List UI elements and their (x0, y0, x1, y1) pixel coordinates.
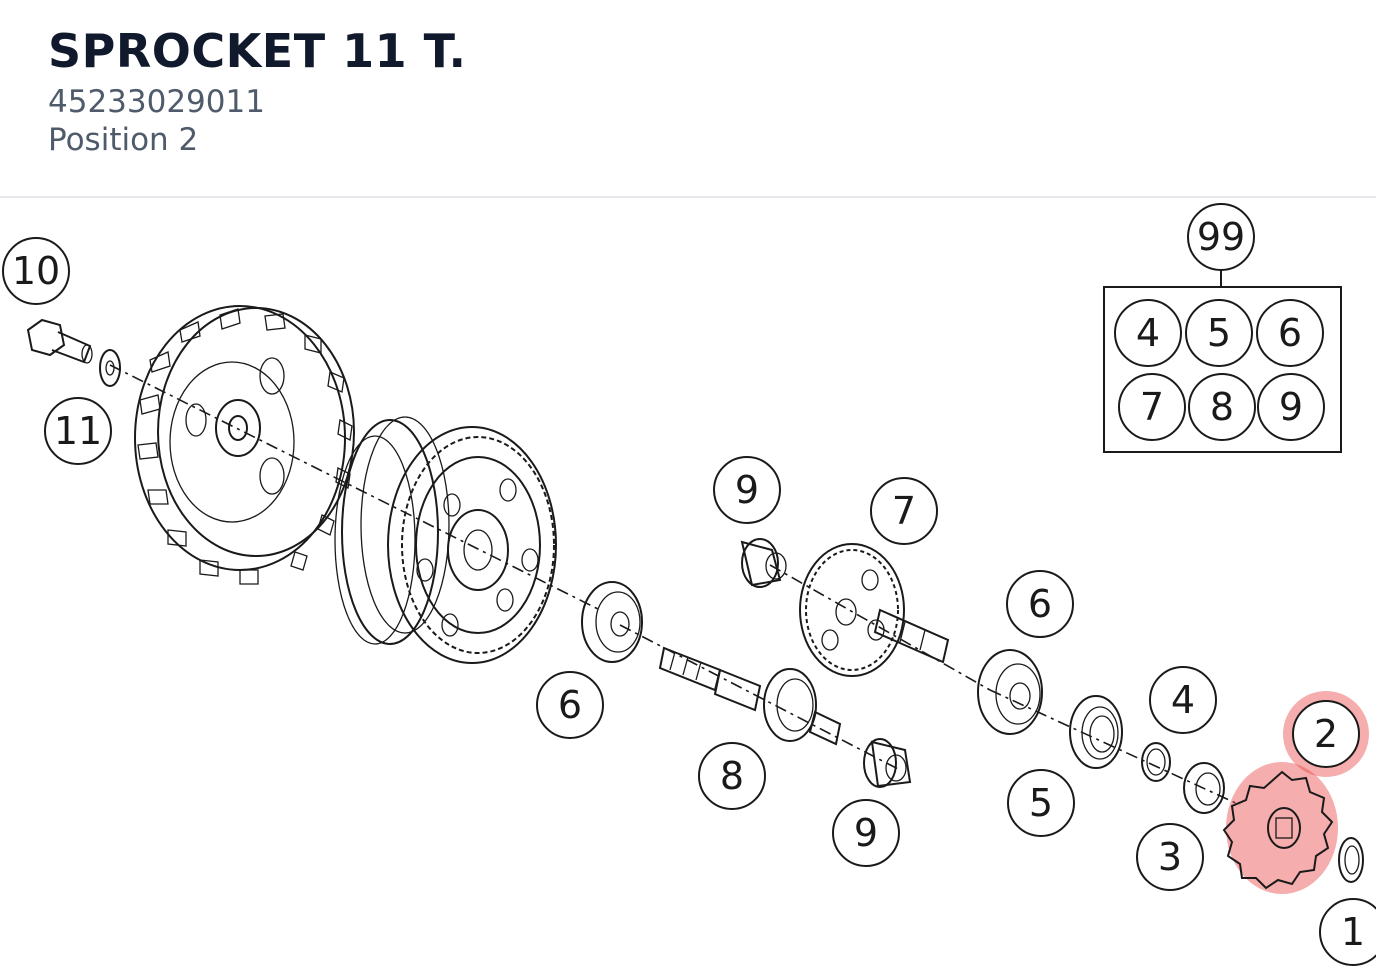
callout-label: 4 (1171, 678, 1195, 722)
callout-label: 10 (12, 249, 60, 293)
kit-item-label: 4 (1136, 311, 1160, 355)
bearing-6-right-part[interactable] (977, 649, 1043, 735)
washer-part[interactable] (99, 349, 121, 387)
kit-item-4[interactable]: 4 (1114, 299, 1182, 367)
bearing-9-upper-part[interactable] (740, 538, 787, 588)
callout-7[interactable]: 7 (870, 477, 938, 545)
oring-4-part[interactable] (1141, 742, 1171, 782)
callout-label: 3 (1158, 835, 1182, 879)
clutch-basket-part[interactable] (134, 305, 355, 585)
bolt-part[interactable] (26, 318, 93, 364)
callout-11[interactable]: 11 (44, 397, 112, 465)
spacer-3-part[interactable] (1183, 762, 1225, 814)
callout-label: 11 (54, 409, 102, 453)
callout-9[interactable]: 9 (832, 799, 900, 867)
callout-label: 7 (892, 489, 916, 533)
seal-5-part[interactable] (1069, 695, 1123, 769)
bearing-6-left-part[interactable] (581, 581, 643, 663)
sprocket-2-part[interactable] (1222, 762, 1338, 894)
kit-item-label: 5 (1207, 311, 1231, 355)
callout-8[interactable]: 8 (698, 742, 766, 810)
circlip-1-part[interactable] (1338, 837, 1364, 883)
gear-7-part[interactable] (799, 543, 950, 677)
shaft-8-part[interactable] (658, 646, 842, 746)
callout-label: 9 (735, 468, 759, 512)
kit-item-label: 8 (1210, 385, 1234, 429)
kit-item-9[interactable]: 9 (1257, 373, 1325, 441)
kit-item-7[interactable]: 7 (1118, 373, 1186, 441)
kit-item-label: 7 (1140, 385, 1164, 429)
callout-label: 8 (720, 754, 744, 798)
callout-label: 6 (558, 683, 582, 727)
callout-1[interactable]: 1 (1319, 898, 1376, 966)
kit-box-99[interactable]: 4 5 6 7 8 9 (1103, 268, 1342, 453)
callout-2[interactable]: 2 (1283, 691, 1369, 777)
callout-99[interactable]: 99 (1187, 203, 1255, 271)
callout-5[interactable]: 5 (1007, 769, 1075, 837)
clutch-pack-part[interactable] (334, 416, 557, 664)
exploded-diagram: .ln{stroke:#1a1a1a;fill:none;stroke-widt… (0, 200, 1376, 967)
callout-6[interactable]: 6 (536, 671, 604, 739)
callout-label: 9 (854, 811, 878, 855)
callout-9[interactable]: 9 (713, 456, 781, 524)
kit-item-label: 6 (1278, 311, 1302, 355)
kit-item-5[interactable]: 5 (1185, 299, 1253, 367)
part-position: Position 2 (48, 122, 199, 158)
callout-label: 1 (1341, 910, 1365, 954)
callout-6[interactable]: 6 (1006, 570, 1074, 638)
callout-3[interactable]: 3 (1136, 823, 1204, 891)
callout-label: 5 (1029, 781, 1053, 825)
callout-10[interactable]: 10 (2, 237, 70, 305)
part-number: 45233029011 (48, 84, 265, 120)
part-header: SPROCKET 11 T. 45233029011 Position 2 (0, 0, 1376, 198)
callout-label: 99 (1197, 215, 1245, 259)
callout-4[interactable]: 4 (1149, 666, 1217, 734)
exploded-diagram-svg: .ln{stroke:#1a1a1a;fill:none;stroke-widt… (2, 203, 1376, 966)
callout-label: 2 (1314, 712, 1338, 756)
kit-item-label: 9 (1279, 385, 1303, 429)
bearing-9-lower-part[interactable] (863, 738, 912, 788)
callout-label: 6 (1028, 582, 1052, 626)
part-title: SPROCKET 11 T. (48, 24, 467, 78)
kit-item-6[interactable]: 6 (1256, 299, 1324, 367)
kit-item-8[interactable]: 8 (1188, 373, 1256, 441)
